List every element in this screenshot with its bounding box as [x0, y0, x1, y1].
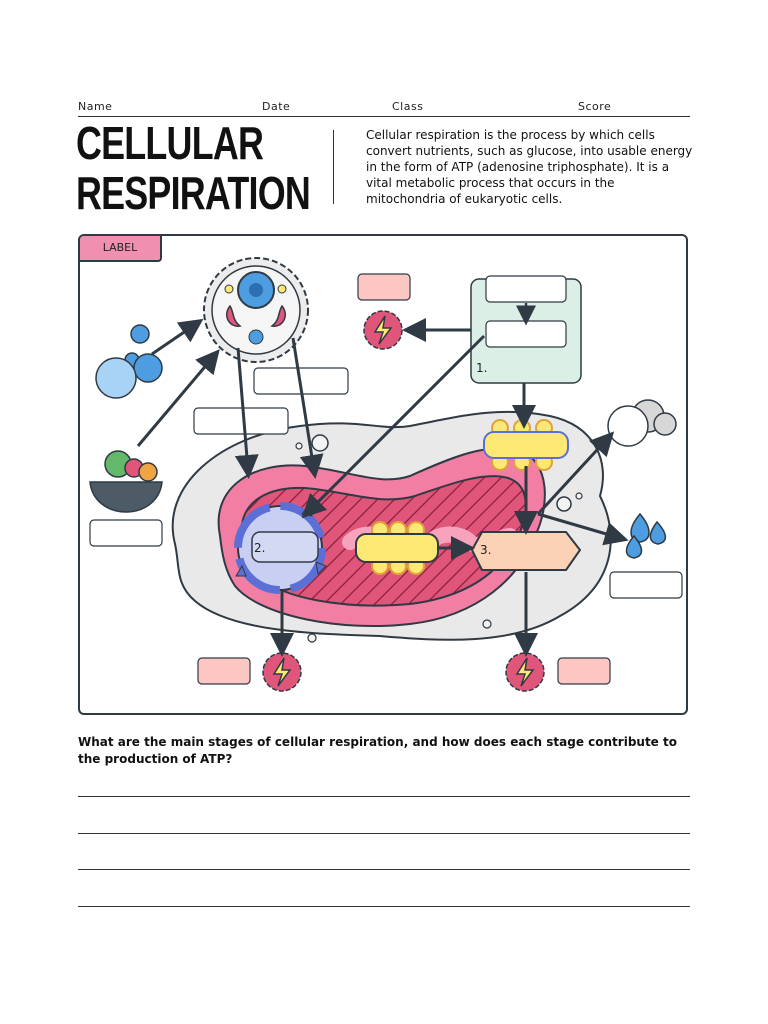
arrows	[136, 318, 629, 657]
answer-line-1[interactable]	[78, 796, 690, 797]
score-label: Score	[578, 100, 612, 113]
label-box-food	[89, 519, 163, 547]
label-box-cytoplasm	[193, 407, 289, 435]
question-text: What are the main stages of cellular res…	[78, 735, 677, 766]
label-box-water	[609, 571, 683, 599]
glycolysis-label-box-2	[485, 320, 567, 348]
label-tag: LABEL	[80, 236, 162, 262]
class-label: Class	[392, 100, 424, 113]
answer-line-2[interactable]	[78, 833, 690, 834]
cytoplasm-dot	[307, 633, 317, 643]
cytoplasm-dot	[482, 619, 492, 629]
lightning-atp-icon	[505, 652, 545, 692]
lightning-atp-icon	[363, 310, 403, 350]
stage-2-label: 2.	[254, 541, 265, 555]
food-bowl-icon	[89, 450, 163, 513]
atp-label-box-left	[197, 657, 251, 685]
stage-1-label: 1.	[476, 361, 487, 375]
title-line-1: CELLULAR	[76, 117, 264, 169]
oxygen-molecules-icon	[95, 324, 163, 399]
answer-line-4[interactable]	[78, 906, 690, 907]
diagram-panel: 1. 2. 3. LABEL	[78, 234, 688, 715]
page-title: CELLULAR RESPIRATION	[76, 117, 311, 219]
answer-line-3[interactable]	[78, 869, 690, 870]
title-divider	[333, 130, 334, 204]
cloud-co2-icon	[607, 399, 677, 447]
intro-text: Cellular respiration is the process by w…	[366, 128, 693, 206]
atp-label-box-top	[357, 273, 411, 301]
cytoplasm-dot	[295, 442, 303, 450]
cytoplasm-dot	[575, 492, 583, 500]
cellular-respiration-diagram: 1. 2. 3.	[89, 257, 683, 692]
cytoplasm-dot	[311, 434, 329, 452]
atp-synthase-center	[355, 521, 439, 575]
date-label: Date	[262, 100, 291, 113]
cytoplasm-dot	[556, 496, 572, 512]
title-line-2: RESPIRATION	[76, 167, 311, 219]
atp-synthase-right	[483, 419, 569, 471]
lightning-atp-icon	[262, 652, 302, 692]
stage-3-label: 3.	[480, 543, 491, 557]
water-drops-icon	[625, 512, 667, 559]
animal-cell-icon	[203, 257, 309, 363]
glycolysis-label-box-1	[485, 275, 567, 303]
atp-label-box-right	[557, 657, 611, 685]
krebs-label-box	[251, 531, 319, 563]
name-label: Name	[78, 100, 113, 113]
header-row: Name Date Class Score	[78, 100, 690, 117]
